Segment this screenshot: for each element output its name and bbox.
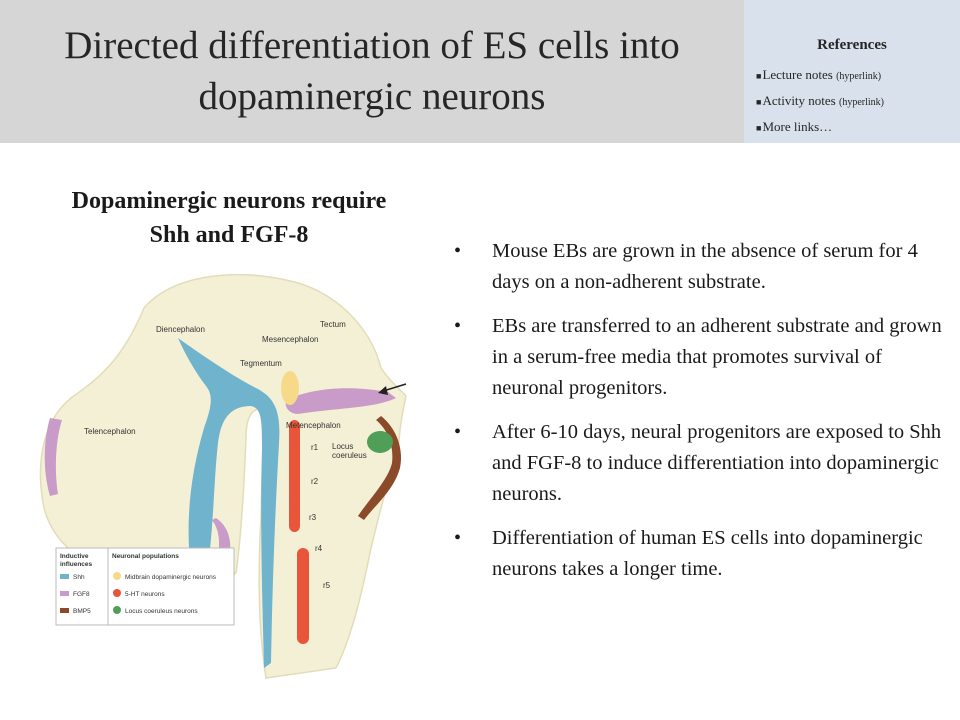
references-heading: References — [817, 37, 887, 53]
square-bullet-icon: ■ — [756, 123, 762, 133]
bullet-dot-icon: • — [454, 527, 462, 549]
ht-column-upper — [289, 420, 300, 532]
legend-shh-label: Shh — [73, 574, 85, 581]
neural-tube-outline — [39, 273, 407, 679]
bullet-item: • Mouse EBs are grown in the absence of s… — [452, 236, 947, 298]
legend-locus-swatch — [113, 606, 121, 614]
diagram-legend: Inductive influences Neuronal population… — [55, 547, 235, 626]
bullet-item: • EBs are transferred to an adherent subs… — [452, 311, 947, 404]
bullet-text: After 6-10 days, neural progenitors are … — [492, 421, 942, 505]
label-coeruleus: coeruleus — [332, 451, 367, 460]
title-band: Directed differentiation of ES cells int… — [0, 0, 744, 143]
midbrain-dopaminergic-cluster — [281, 371, 299, 405]
fgf8-isthmus-region — [285, 388, 396, 414]
bullet-item: • Differentiation of human ES cells into … — [452, 523, 947, 585]
diagram-subtitle: Dopaminergic neurons require Shh and FGF… — [14, 184, 444, 252]
subtitle-line-1: Dopaminergic neurons require — [71, 188, 387, 214]
bmp5-region — [358, 416, 402, 520]
label-metencephalon: Metencephalon — [286, 421, 341, 430]
legend-bmp5-label: BMP5 — [73, 608, 91, 615]
bullet-dot-icon: • — [454, 315, 462, 337]
legend-fgf8-swatch — [60, 591, 69, 596]
reference-label: Activity notes — [762, 93, 839, 108]
bullet-text: Mouse EBs are grown in the absence of se… — [492, 240, 918, 293]
shh-region — [178, 338, 280, 668]
label-tegmentum: Tegmentum — [240, 359, 282, 368]
bullet-text: Differentiation of human ES cells into d… — [492, 527, 923, 580]
reference-label: Lecture notes — [762, 67, 837, 82]
brain-development-diagram: Diencephalon Tectum Mesencephalon Tegmen… — [39, 273, 407, 679]
label-diencephalon: Diencephalon — [156, 325, 205, 334]
legend-fgf8-label: FGF8 — [73, 591, 90, 598]
bullet-list: • Mouse EBs are grown in the absence of s… — [452, 236, 947, 598]
legend-populations-box — [107, 547, 235, 626]
legend-midbrain-swatch — [113, 572, 121, 580]
label-tectum: Tectum — [320, 320, 346, 329]
ht-column-lower — [297, 548, 309, 644]
legend-ht-swatch — [113, 589, 121, 597]
subtitle-line-2: Shh and FGF-8 — [149, 222, 309, 248]
legend-inductive-heading-1: Inductive — [60, 553, 89, 560]
square-bullet-icon: ■ — [756, 97, 762, 107]
legend-locus-label: Locus coeruleus neurons — [125, 608, 198, 615]
reference-link-lecture-notes[interactable]: ■Lecture notes (hyperlink) — [756, 67, 881, 83]
reference-label: More links… — [762, 119, 833, 134]
legend-shh-swatch — [60, 574, 69, 579]
reference-note: (hyperlink) — [836, 71, 882, 82]
label-locus: Locus — [332, 442, 353, 451]
label-telencephalon: Telencephalon — [84, 427, 136, 436]
label-r2: r2 — [311, 477, 319, 486]
legend-ht-label: 5-HT neurons — [125, 591, 165, 598]
bullet-text: EBs are transferred to an adherent subst… — [492, 315, 942, 399]
slide-title: Directed differentiation of ES cells int… — [64, 24, 680, 118]
reference-note: (hyperlink) — [838, 97, 884, 108]
reference-link-activity-notes[interactable]: ■Activity notes (hyperlink) — [756, 93, 884, 109]
bullet-dot-icon: • — [454, 421, 462, 443]
square-bullet-icon: ■ — [756, 71, 762, 81]
label-r3: r3 — [309, 513, 317, 522]
fgf8-telencephalon-region — [44, 418, 62, 496]
reference-link-more-links[interactable]: ■More links… — [756, 119, 832, 135]
locus-coeruleus-cluster — [367, 431, 393, 453]
legend-bmp5-swatch — [60, 608, 69, 613]
bullet-dot-icon: • — [454, 240, 462, 262]
label-r1: r1 — [311, 443, 319, 452]
bullet-item: • After 6-10 days, neural progenitors are… — [452, 417, 947, 510]
label-r5: r5 — [323, 581, 331, 590]
isthmus-arrow-head-icon — [378, 386, 388, 395]
references-panel: References ■Lecture notes (hyperlink) ■A… — [744, 0, 960, 143]
label-mesencephalon: Mesencephalon — [262, 335, 318, 344]
legend-midbrain-label: Midbrain dopaminergic neurons — [125, 574, 217, 581]
label-r4: r4 — [315, 544, 323, 553]
legend-populations-heading: Neuronal populations — [112, 553, 179, 560]
legend-inductive-heading-2: influences — [60, 561, 93, 568]
